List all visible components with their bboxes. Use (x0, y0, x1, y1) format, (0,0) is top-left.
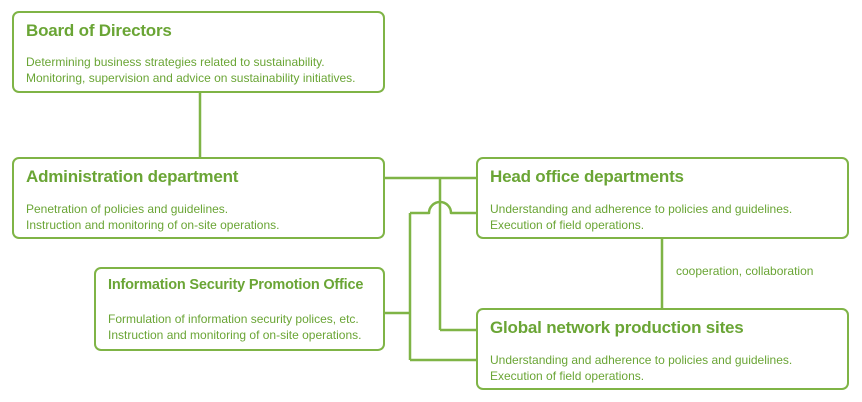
global-sites-line: Understanding and adherence to policies … (490, 353, 793, 367)
board-line: Determining business strategies related … (26, 55, 325, 69)
head-office-departments-box: Head office departments Understanding an… (476, 157, 849, 239)
head-office-line: Execution of field operations. (490, 217, 645, 232)
global-network-sites-box: Global network production sites Understa… (476, 308, 849, 390)
global-sites-title: Global network production sites (490, 318, 744, 337)
board-title: Board of Directors (26, 21, 172, 40)
global-sites-line: Execution of field operations. (490, 368, 645, 383)
administration-department-box: Administration department Penetration of… (12, 157, 385, 239)
board-line: Monitoring, supervision and advice on su… (26, 70, 356, 85)
info-security-title: Information Security Promotion Office (108, 277, 364, 293)
admin-description: Penetration of policies and guidelines. … (26, 202, 279, 233)
head-office-description: Understanding and adherence to policies … (490, 202, 792, 233)
head-office-line: Understanding and adherence to policies … (490, 202, 793, 216)
cooperation-label: cooperation, collaboration (676, 264, 814, 278)
head-office-title: Head office departments (490, 167, 684, 186)
info-security-line: Formulation of information security poli… (108, 312, 359, 326)
board-description: Determining business strategies related … (26, 55, 356, 86)
admin-line: Instruction and monitoring of on-site op… (26, 217, 280, 232)
info-security-description: Formulation of information security poli… (108, 312, 361, 343)
info-security-line: Instruction and monitoring of on-site op… (108, 327, 362, 342)
admin-line: Penetration of policies and guidelines. (26, 202, 229, 216)
board-of-directors-box: Board of Directors Determining business … (12, 11, 385, 93)
admin-title: Administration department (26, 167, 239, 186)
information-security-office-box: Information Security Promotion Office Fo… (94, 267, 385, 351)
connector-bridge-hop (410, 200, 476, 215)
global-sites-description: Understanding and adherence to policies … (490, 353, 792, 384)
